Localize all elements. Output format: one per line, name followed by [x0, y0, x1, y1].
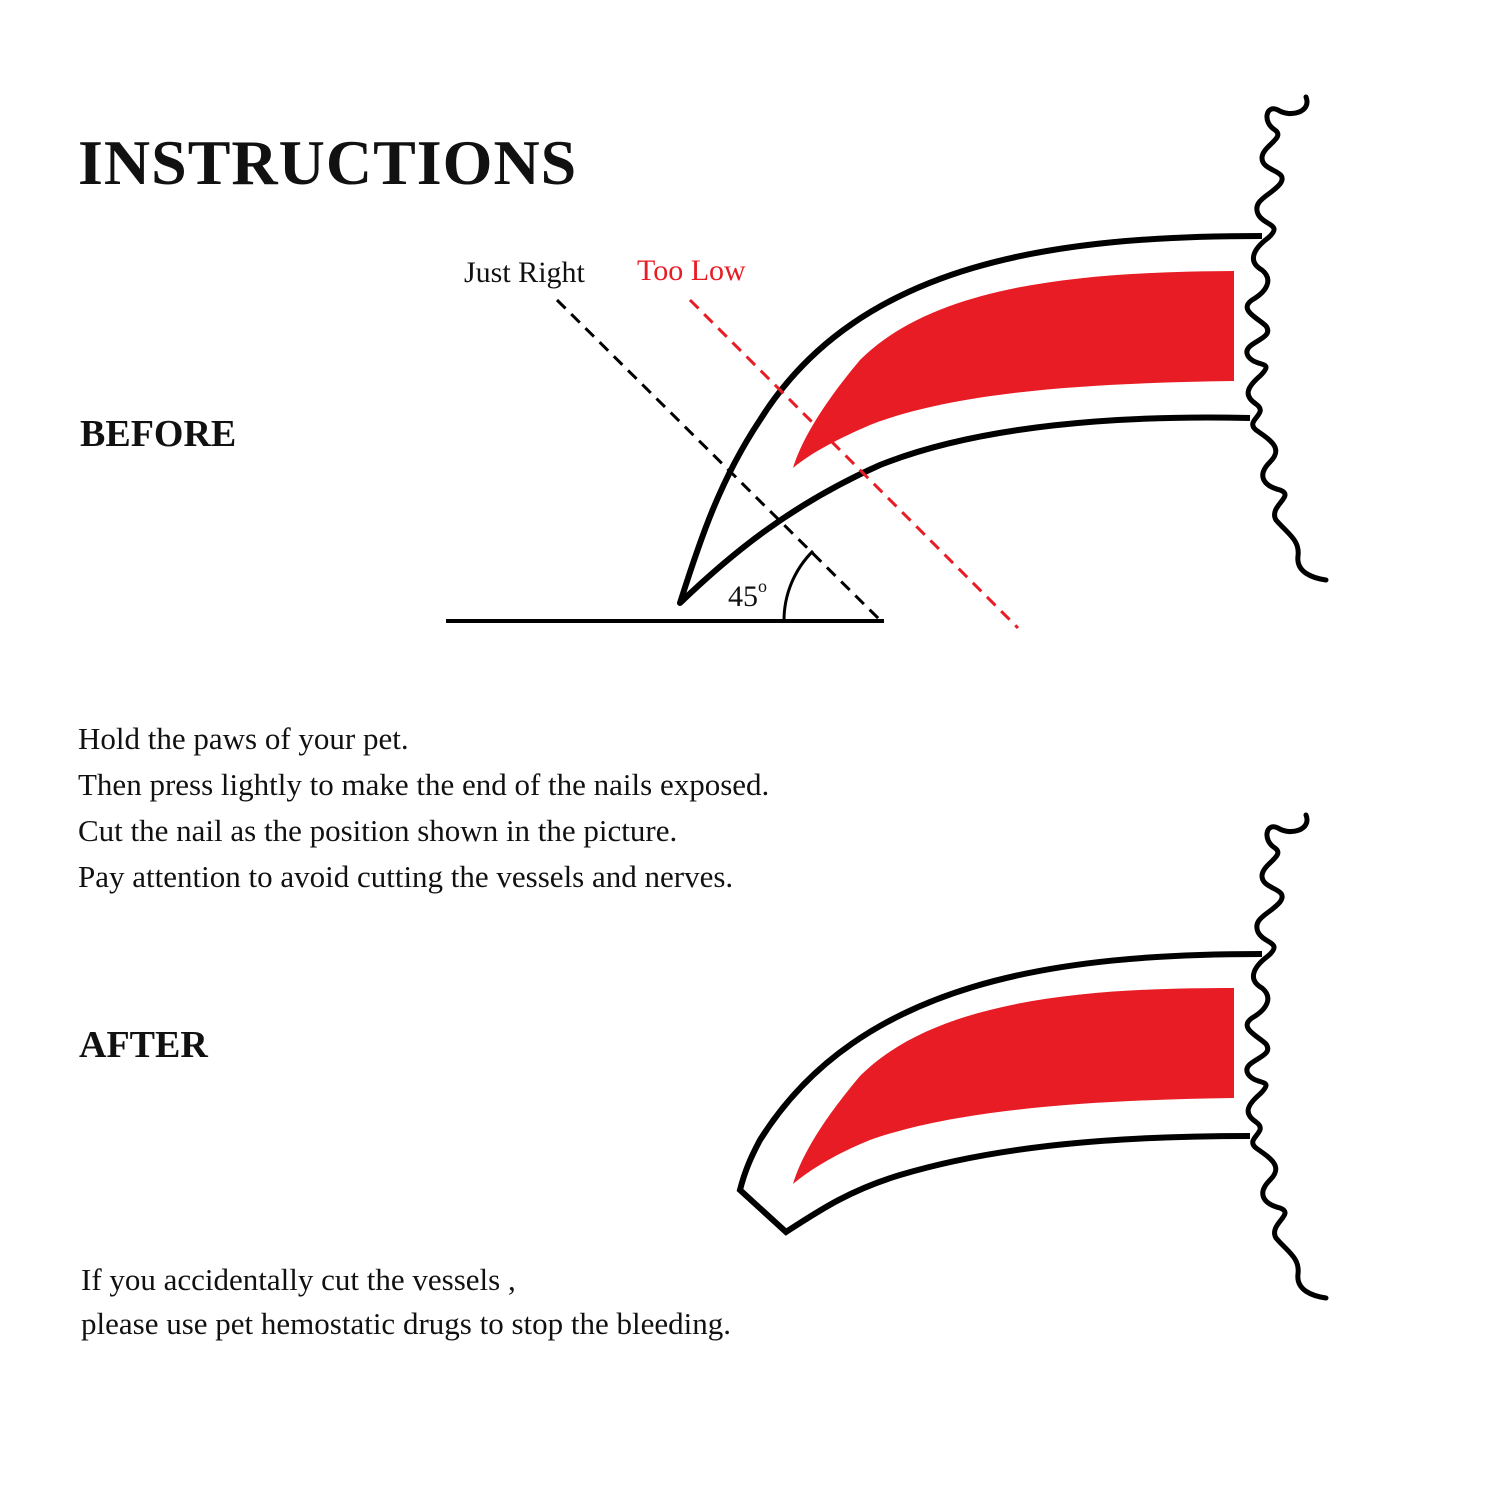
nail-quick — [793, 271, 1234, 468]
nail-quick — [793, 988, 1234, 1184]
angle-degree-mark: o — [758, 576, 767, 596]
page-title: INSTRUCTIONS — [78, 127, 578, 198]
angle-arc — [782, 549, 815, 622]
instructions-paragraph: Hold the paws of your pet. Then press li… — [78, 716, 769, 900]
instruction-line: Pay attention to avoid cutting the vesse… — [78, 859, 734, 894]
instruction-line: Hold the paws of your pet. — [78, 721, 409, 756]
too-low-label: Too Low — [637, 254, 746, 287]
instruction-line: Cut the nail as the position shown in th… — [78, 813, 678, 848]
angle-label: 45o — [728, 576, 767, 613]
warning-paragraph: If you accidentally cut the vessels , pl… — [81, 1258, 731, 1346]
after-label: AFTER — [79, 1024, 208, 1066]
toe-fur-edge — [1244, 94, 1329, 583]
just-right-cut-line — [555, 298, 882, 622]
just-right-label: Just Right — [464, 256, 586, 289]
trimmed-nail-outline — [736, 951, 1263, 1236]
nail-outline — [677, 233, 1263, 606]
angle-value: 45 — [728, 580, 758, 613]
too-low-cut-line — [688, 298, 1020, 630]
warning-line: please use pet hemostatic drugs to stop … — [81, 1306, 731, 1341]
toe-fur-edge — [1244, 812, 1329, 1301]
instruction-line: Then press lightly to make the end of th… — [78, 767, 770, 802]
before-label: BEFORE — [80, 413, 237, 455]
warning-line: If you accidentally cut the vessels , — [81, 1262, 516, 1297]
